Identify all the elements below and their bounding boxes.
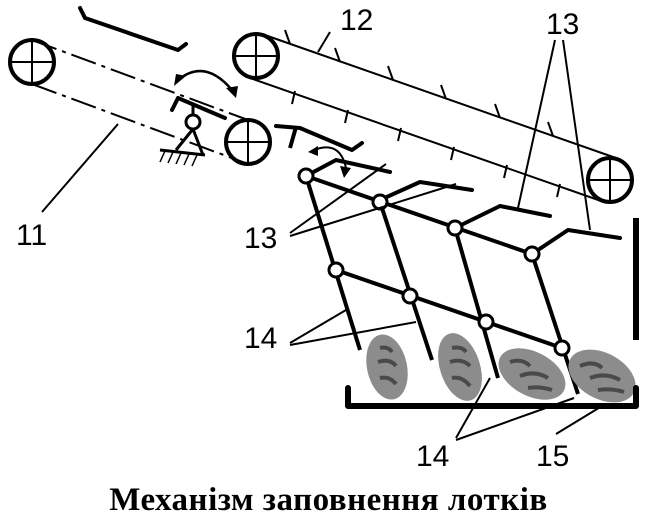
fingers-13 — [274, 124, 622, 256]
linkage-lower — [335, 268, 563, 350]
loaf-2 — [438, 333, 482, 401]
conveyor-12 — [232, 29, 634, 204]
pulley-12-left — [232, 32, 280, 80]
loaves — [366, 333, 636, 403]
loaf-1 — [366, 334, 408, 400]
label-14-bottom: 14 — [416, 440, 449, 473]
leader-lines — [41, 31, 603, 441]
label-13-top: 13 — [546, 8, 579, 41]
flip-lever — [159, 69, 238, 167]
label-12: 12 — [340, 4, 373, 37]
conveyor-11 — [8, 6, 272, 166]
label-13-left: 13 — [244, 222, 277, 255]
tray-15 — [345, 218, 639, 409]
figure-caption: Механізм заповнення лотків — [109, 482, 548, 518]
label-14-left: 14 — [244, 322, 277, 355]
loaf-4 — [568, 349, 636, 403]
mechanism-diagram: 11 12 13 13 14 14 15 — [8, 4, 639, 473]
label-11: 11 — [16, 219, 47, 252]
joints — [297, 167, 571, 357]
loaf-3 — [498, 348, 566, 400]
linkage-upper — [305, 174, 533, 256]
label-15: 15 — [536, 440, 569, 473]
pulley-12-right — [586, 156, 634, 204]
